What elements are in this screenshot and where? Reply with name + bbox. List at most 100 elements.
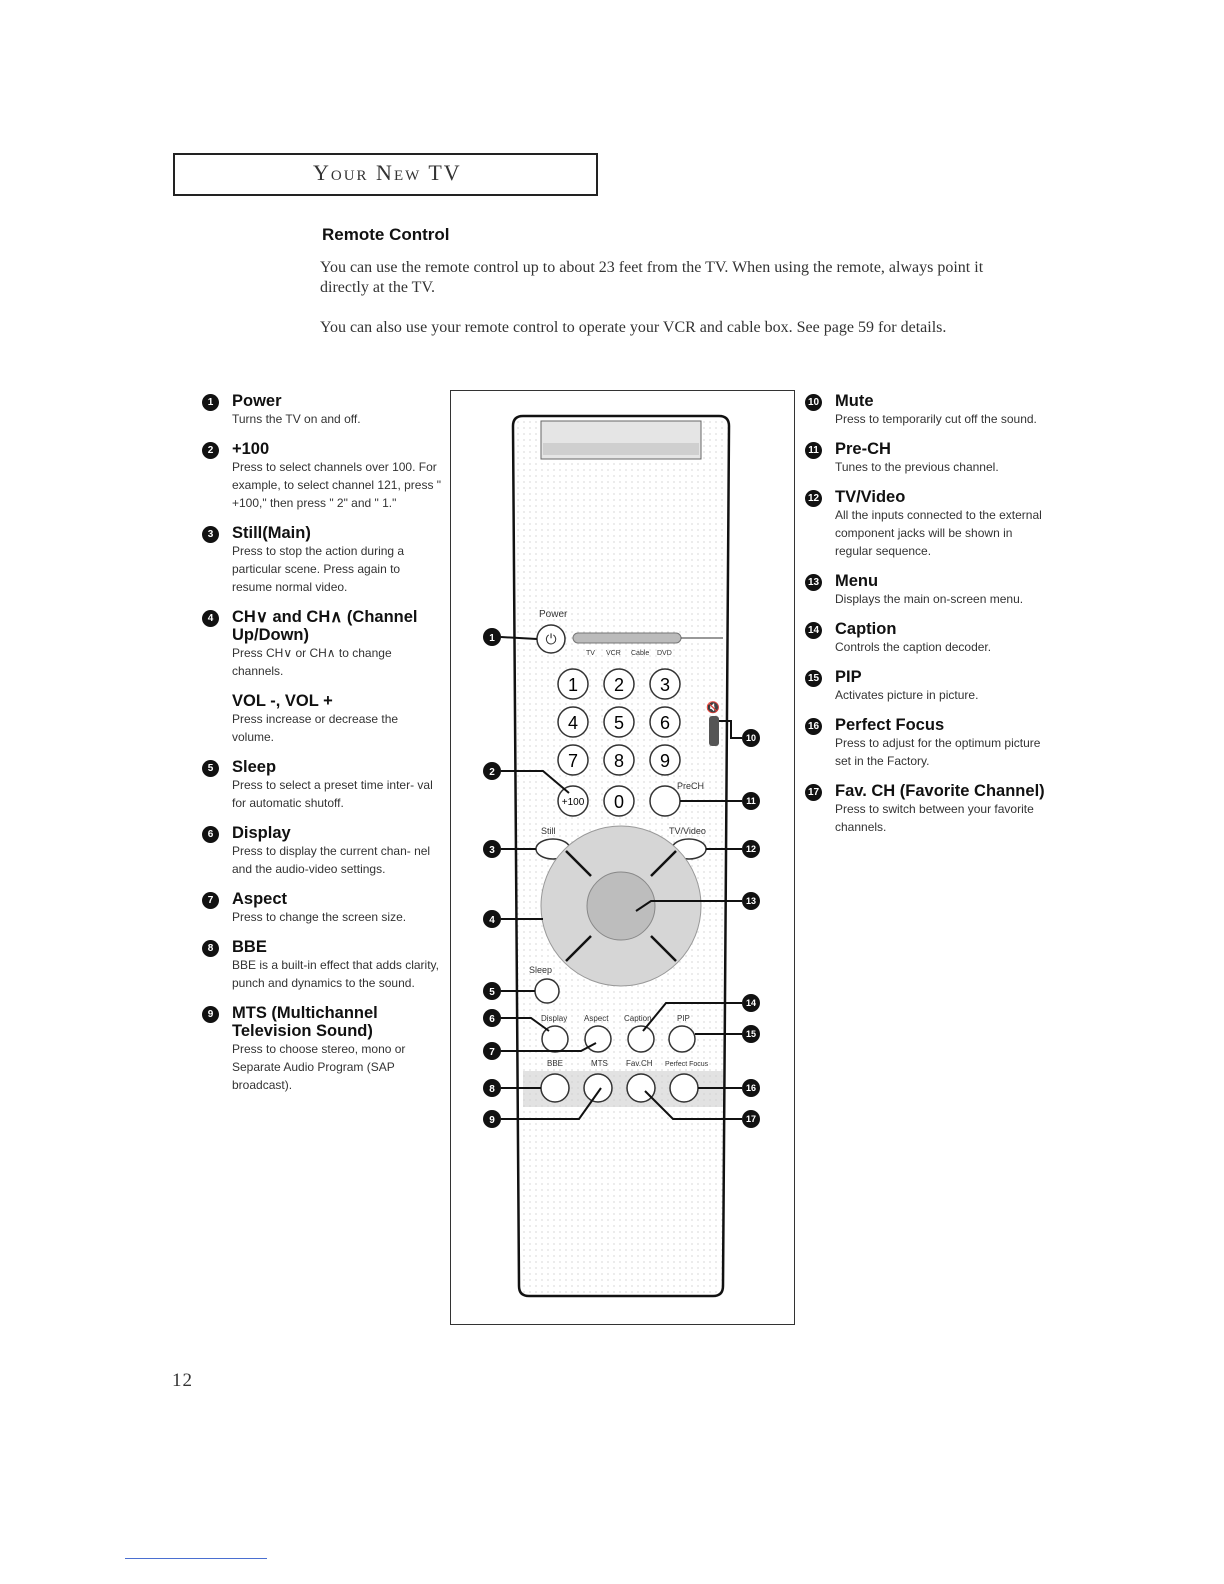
number-badge: 3 xyxy=(202,526,219,543)
number-badge: 8 xyxy=(202,940,219,957)
number-badge: 6 xyxy=(202,826,219,843)
section-title: Remote Control xyxy=(322,225,450,244)
item-title: CH∨ and CH∧ (Channel Up/Down) xyxy=(232,608,418,644)
perfectfocus-label: Perfect Focus xyxy=(665,1061,709,1068)
item-desc: Press to choose stereo, mono or Separate… xyxy=(232,1042,406,1092)
item-title: Perfect Focus xyxy=(835,716,945,734)
callout-4-label: 4 xyxy=(489,915,495,926)
item-mts: 9 MTS (Multichannel Television Sound) Pr… xyxy=(202,1004,442,1094)
digit-7-button[interactable] xyxy=(557,744,589,776)
number-badge: 7 xyxy=(202,892,219,909)
callout-15-label: 15 xyxy=(746,1029,756,1039)
leader-line xyxy=(501,1087,602,1120)
nav-divider xyxy=(650,850,677,877)
remote-diagram: Power ⏻ TV VCR Cable DVD 1 2 3 4 5 6 7 8 xyxy=(450,390,795,1325)
digit-keys: 1 2 3 4 5 6 7 8 9 +100 0 PreCH xyxy=(557,668,704,817)
plus100-label: +100 xyxy=(562,797,585,808)
callout-12-label: 12 xyxy=(746,844,756,854)
digit-8-button[interactable] xyxy=(603,744,635,776)
mute-button[interactable] xyxy=(709,716,719,746)
mts-button[interactable] xyxy=(583,1073,613,1103)
digit-9-label: 9 xyxy=(660,751,670,771)
digit-1-button[interactable] xyxy=(557,668,589,700)
item-desc: Press CH∨ or CH∧ to change channels. xyxy=(232,646,392,678)
number-badge: 16 xyxy=(805,718,822,735)
item-title: BBE xyxy=(232,938,267,956)
mode-label-cable: Cable xyxy=(631,650,649,657)
item-plus100: 2 +100 Press to select channels over 100… xyxy=(202,440,442,512)
callout-8-label: 8 xyxy=(489,1084,495,1095)
caption-button[interactable] xyxy=(627,1025,655,1053)
right-callouts: 10 11 12 13 14 15 16 17 xyxy=(635,720,760,1128)
mode-label-dvd: DVD xyxy=(657,650,672,657)
display-label: Display xyxy=(541,1014,567,1023)
item-desc: All the inputs connected to the external… xyxy=(835,508,1042,558)
still-label: Still xyxy=(541,826,556,836)
intro-paragraph-1: You can use the remote control up to abo… xyxy=(320,259,984,296)
callout-13 xyxy=(742,892,760,910)
number-badge: 13 xyxy=(805,574,822,591)
perfectfocus-button[interactable] xyxy=(669,1073,699,1103)
digit-0-label: 0 xyxy=(614,792,624,812)
item-desc: Press to stop the action during a partic… xyxy=(232,544,405,594)
item-desc: Displays the main on-screen menu. xyxy=(835,592,1024,606)
digit-3-label: 3 xyxy=(660,675,670,695)
pip-button[interactable] xyxy=(668,1025,696,1053)
item-power: 1 Power Turns the TV on and off. xyxy=(202,392,442,428)
callout-9 xyxy=(483,1110,501,1128)
bbe-button[interactable] xyxy=(540,1073,570,1103)
number-badge: 11 xyxy=(805,442,822,459)
digit-9-button[interactable] xyxy=(649,744,681,776)
mode-switch[interactable] xyxy=(572,632,682,644)
callout-2 xyxy=(483,762,501,780)
number-badge: 15 xyxy=(805,670,822,687)
callout-10-label: 10 xyxy=(746,733,756,743)
item-tvvideo: 12 TV/Video All the inputs connected to … xyxy=(805,488,1045,560)
aspect-button[interactable] xyxy=(584,1025,612,1053)
callout-1 xyxy=(483,628,501,646)
menu-button[interactable] xyxy=(586,871,656,941)
item-title: Display xyxy=(232,824,291,842)
sleep-button[interactable] xyxy=(534,978,560,1004)
digit-6-button[interactable] xyxy=(649,706,681,738)
callout-16-label: 16 xyxy=(746,1083,756,1093)
callout-4 xyxy=(483,910,501,928)
item-title: MTS (Multichannel Television Sound) xyxy=(232,1004,378,1040)
item-menu: 13 Menu Displays the main on-screen menu… xyxy=(805,572,1045,608)
item-title: Sleep xyxy=(232,758,277,776)
item-title: Fav. CH (Favorite Channel) xyxy=(835,782,1045,800)
item-title: Aspect xyxy=(232,890,288,908)
callout-7 xyxy=(483,1042,501,1060)
digit-8-label: 8 xyxy=(614,751,624,771)
leader-line xyxy=(719,720,742,739)
item-aspect: 7 Aspect Press to change the screen size… xyxy=(202,890,442,926)
prech-label: PreCH xyxy=(677,781,704,791)
item-title: Power xyxy=(232,392,282,410)
leader-line xyxy=(644,1090,742,1120)
prech-button[interactable] xyxy=(649,785,681,817)
item-desc: BBE is a built-in effect that adds clari… xyxy=(232,958,439,990)
number-badge: 14 xyxy=(805,622,822,639)
digit-5-button[interactable] xyxy=(603,706,635,738)
number-badge: 17 xyxy=(805,784,822,801)
intro-paragraph-2: You can also use your remote control to … xyxy=(320,319,947,336)
callout-12 xyxy=(742,840,760,858)
digit-1-label: 1 xyxy=(568,675,578,695)
item-desc: Press to display the current chan- nel a… xyxy=(232,844,431,876)
item-title: Mute xyxy=(835,392,874,410)
leader-line xyxy=(501,1017,550,1032)
digit-2-button[interactable] xyxy=(603,668,635,700)
bbe-label: BBE xyxy=(547,1059,563,1068)
item-title: +100 xyxy=(232,440,270,458)
digit-3-button[interactable] xyxy=(649,668,681,700)
digit-4-button[interactable] xyxy=(557,706,589,738)
callout-6-label: 6 xyxy=(489,1014,495,1025)
callout-5 xyxy=(483,982,501,1000)
digit-0-button[interactable] xyxy=(603,785,635,817)
plus100-button[interactable] xyxy=(557,785,589,817)
nav-divider xyxy=(565,935,592,962)
caption-label: Caption xyxy=(624,1014,652,1023)
item-desc: Tunes to the previous channel. xyxy=(835,460,999,474)
item-perfect-focus: 16 Perfect Focus Press to adjust for the… xyxy=(805,716,1045,770)
item-display: 6 Display Press to display the current c… xyxy=(202,824,442,878)
